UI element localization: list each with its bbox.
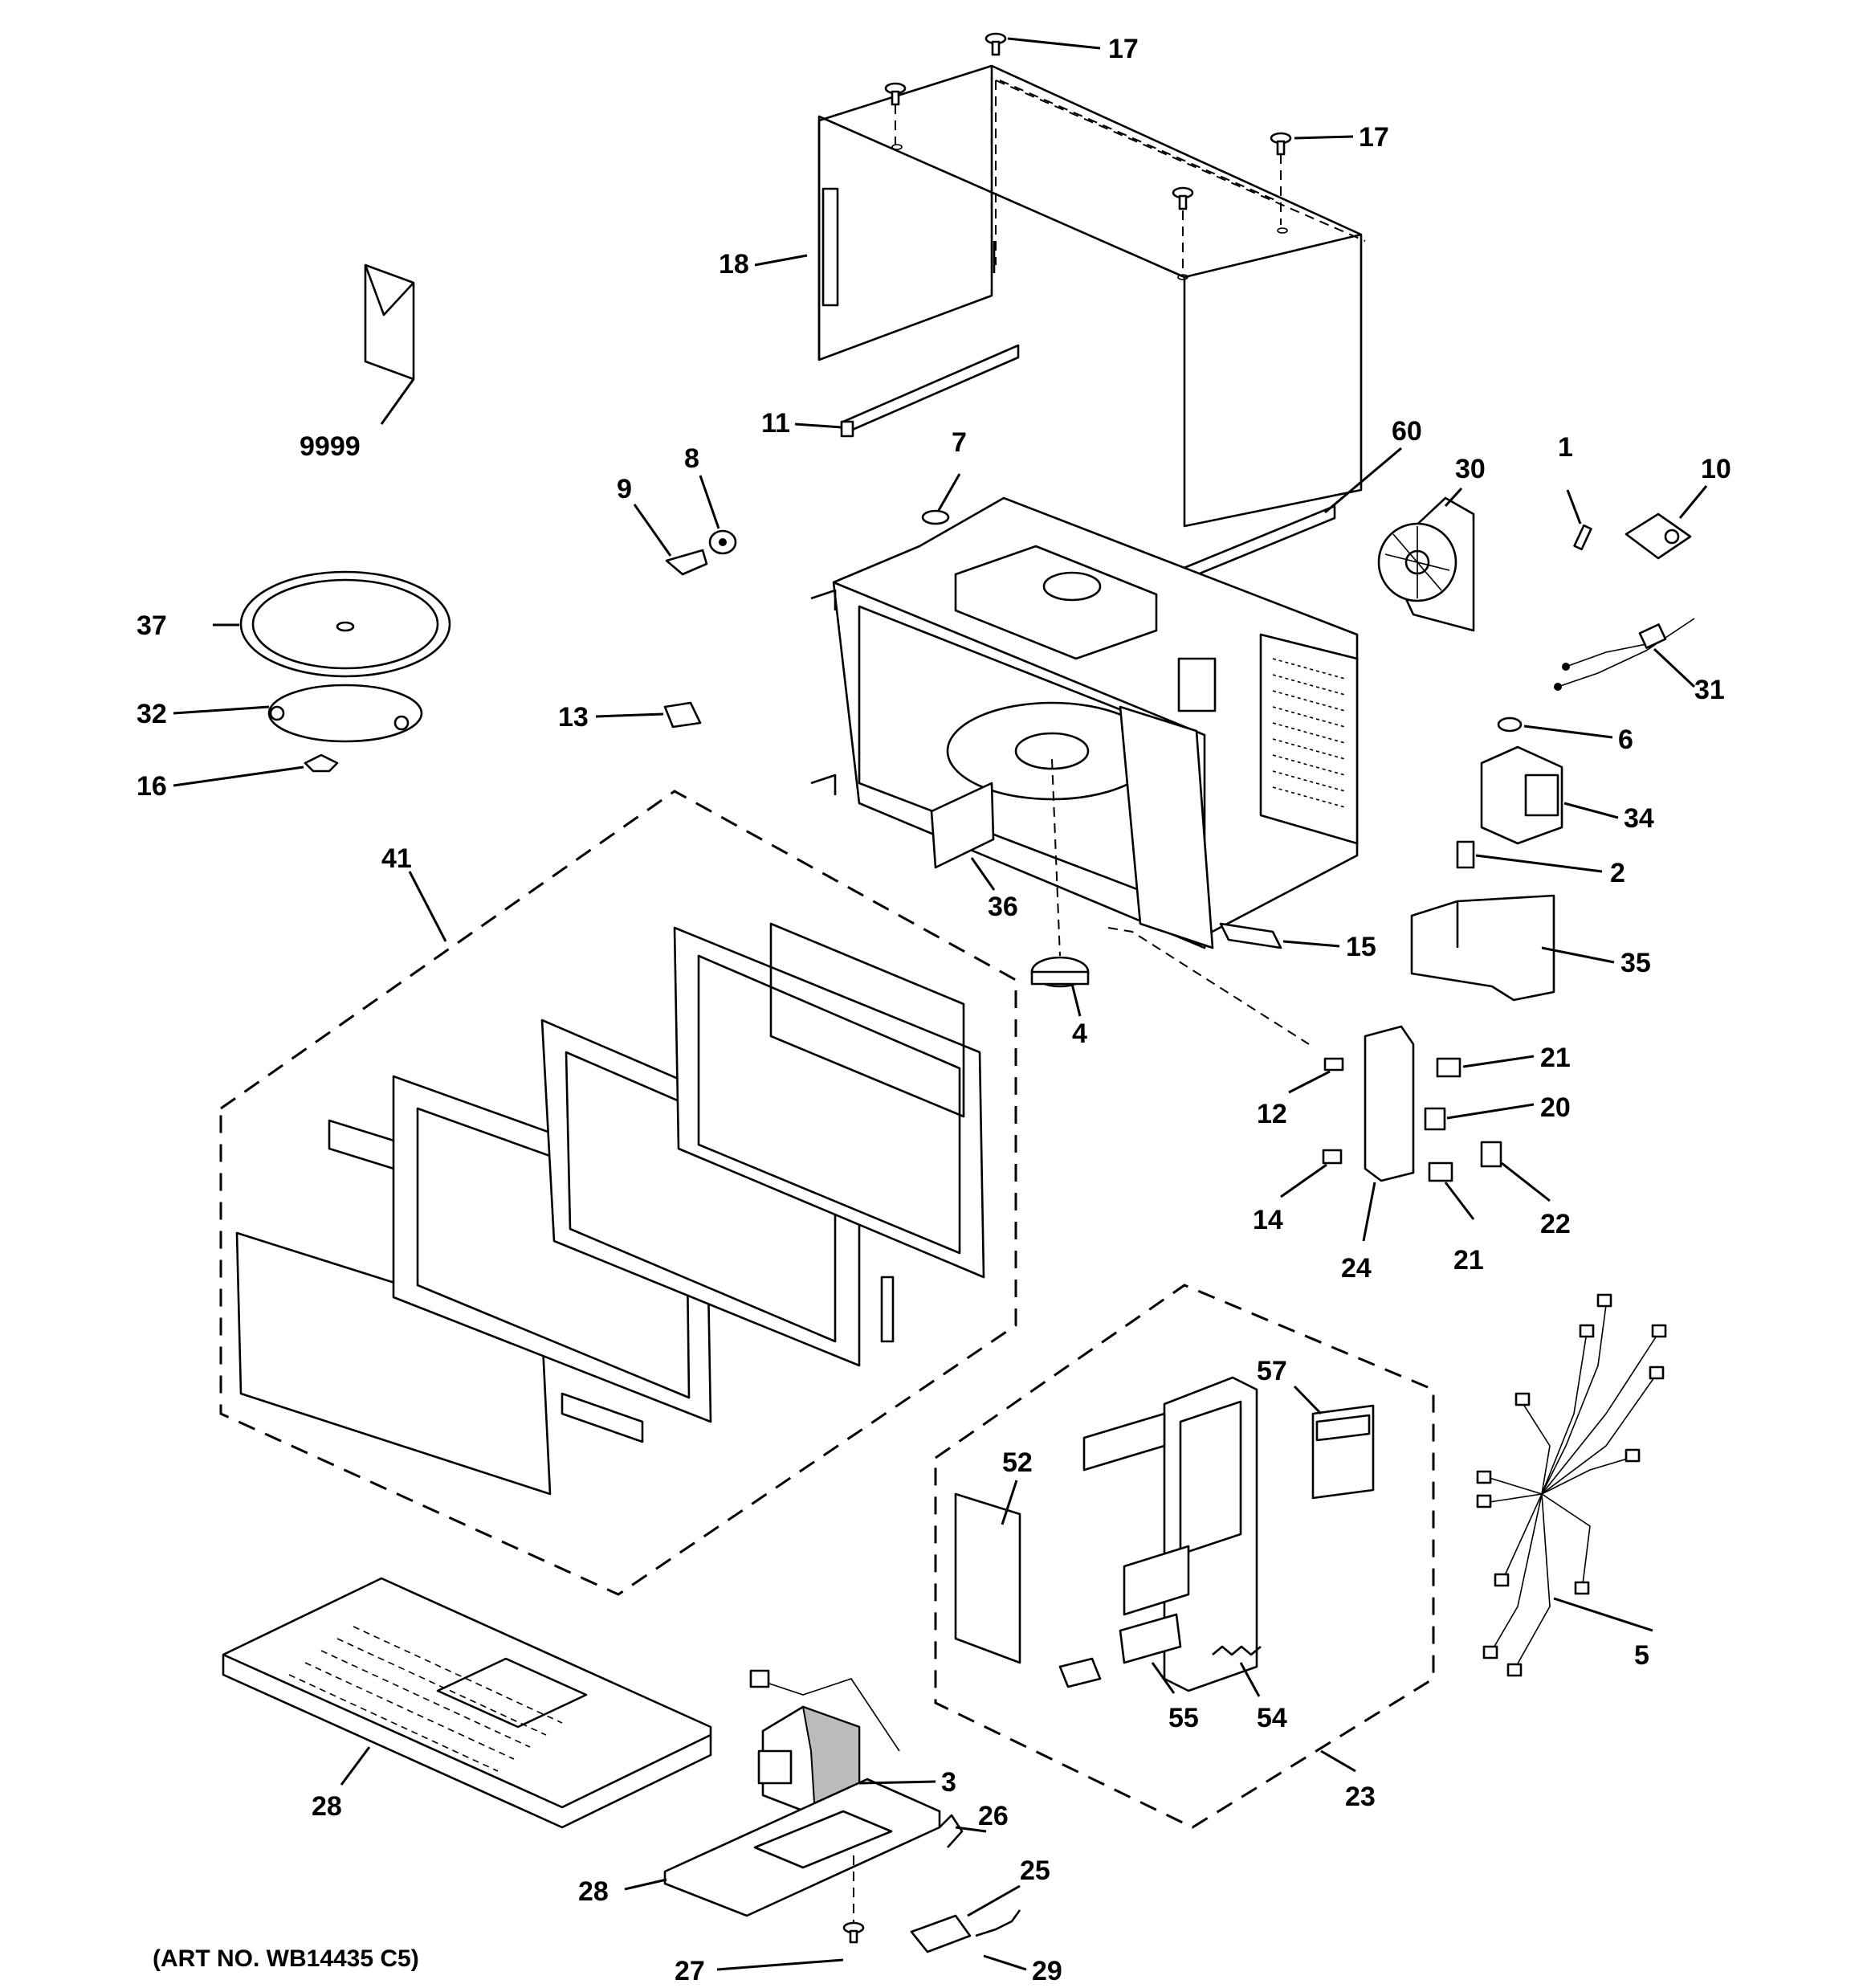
- part-57-display-board: [1311, 1404, 1375, 1500]
- part-6-thermostat: [1497, 716, 1523, 733]
- part-14-switch-tab: [1322, 1149, 1343, 1165]
- part-11-rail: [840, 344, 1020, 438]
- callout-leader-lines: [173, 37, 1708, 1971]
- callout-27: 27: [675, 1956, 705, 1986]
- part-37-glass-turntable: [239, 570, 451, 678]
- part-26-diode: [939, 1814, 964, 1848]
- callout-17: 17: [1359, 122, 1389, 153]
- callout-20: 20: [1540, 1092, 1571, 1123]
- part-27-screw: [842, 1855, 865, 1944]
- callout-41: 41: [381, 843, 412, 874]
- callout-57: 57: [1257, 1356, 1287, 1386]
- part-17-screws: [884, 32, 1292, 280]
- part-31-power-cord: [1554, 618, 1695, 691]
- art-number-label: (ART NO. WB14435 C5): [153, 1945, 419, 1972]
- part-24-latch-board: [1364, 1025, 1415, 1182]
- callout-labels: 17 17 18 9999 11 8 9 7 60 30 1 10 37 32 …: [137, 34, 1731, 1986]
- callout-13: 13: [558, 702, 589, 733]
- callout-60: 60: [1392, 416, 1422, 447]
- callout-30: 30: [1455, 454, 1486, 484]
- part-2-thermal-fuse: [1456, 840, 1475, 869]
- part-20-switch: [1424, 1107, 1446, 1131]
- part-3-transformer: [749, 1669, 900, 1817]
- part-23-control-panel: [1058, 1376, 1258, 1692]
- part-35-air-duct: [1410, 894, 1555, 1002]
- callout-6: 6: [1618, 725, 1633, 755]
- callout-10: 10: [1701, 454, 1731, 484]
- part-12-switch-tab: [1323, 1057, 1344, 1072]
- callout-2: 2: [1610, 858, 1625, 888]
- callout-31: 31: [1694, 675, 1725, 705]
- callout-3: 3: [941, 1767, 956, 1798]
- callout-28: 28: [312, 1791, 342, 1822]
- callout-37: 37: [137, 610, 167, 641]
- part-36-waveguide-cover: [930, 782, 995, 869]
- callout-4: 4: [1072, 1018, 1087, 1049]
- callout-25: 25: [1020, 1855, 1050, 1886]
- group-41-door-outline: [219, 790, 1017, 1596]
- part-16-coupler: [304, 753, 339, 773]
- callout-17: 17: [1108, 34, 1139, 64]
- part-55-button: [1119, 1613, 1182, 1664]
- callout-23: 23: [1345, 1782, 1376, 1812]
- callout-28: 28: [578, 1876, 609, 1907]
- part-18-outer-case: [817, 64, 1366, 528]
- callout-15: 15: [1346, 932, 1376, 962]
- part-52-membrane: [954, 1492, 1021, 1664]
- callout-1: 1: [1558, 432, 1573, 463]
- part-34-magnetron: [1480, 745, 1563, 845]
- callout-34: 34: [1624, 803, 1654, 834]
- part-28-bottom-plate: [222, 1577, 712, 1829]
- callout-36: 36: [988, 892, 1018, 922]
- part-1-fuse: [1573, 524, 1592, 551]
- part-15-connector: [1219, 922, 1282, 949]
- callout-9999: 9999: [300, 431, 361, 462]
- part-30-fan: [1377, 496, 1475, 632]
- callout-21: 21: [1540, 1043, 1571, 1073]
- part-41-door-assembly: [235, 922, 985, 1496]
- part-4-turntable-motor: [1030, 758, 1090, 988]
- part-10-board: [1625, 512, 1692, 560]
- callout-11: 11: [761, 408, 790, 439]
- callout-29: 29: [1032, 1956, 1062, 1986]
- callout-32: 32: [137, 699, 167, 729]
- part-54-spring: [1212, 1645, 1262, 1656]
- part-21-switch-upper: [1436, 1057, 1461, 1078]
- part-5-wire-harness: [1476, 1293, 1667, 1677]
- part-13-latch-clip: [663, 701, 702, 729]
- part-32-roller-ring: [267, 684, 423, 743]
- part-9-clip: [665, 549, 708, 576]
- callout-55: 55: [1168, 1703, 1199, 1733]
- callout-21: 21: [1453, 1245, 1484, 1276]
- callout-8: 8: [684, 443, 699, 474]
- callout-12: 12: [1257, 1099, 1287, 1129]
- callout-35: 35: [1620, 948, 1651, 978]
- part-oven-cavity: [810, 496, 1359, 949]
- part-7-bracket: [921, 509, 950, 525]
- callout-7: 7: [952, 427, 967, 458]
- part-9999-literature-envelope: [364, 263, 415, 381]
- part-21-switch-lower: [1428, 1161, 1453, 1182]
- callout-52: 52: [1002, 1447, 1033, 1478]
- callout-9: 9: [617, 474, 632, 504]
- part-8-knob: [708, 529, 737, 555]
- callout-5: 5: [1634, 1640, 1649, 1671]
- group-23-control-outline: [934, 1284, 1435, 1829]
- callout-26: 26: [978, 1801, 1009, 1831]
- callout-22: 22: [1540, 1209, 1571, 1239]
- part-22-switch: [1480, 1141, 1502, 1168]
- callout-14: 14: [1253, 1205, 1283, 1235]
- callout-18: 18: [719, 249, 749, 280]
- part-29-resistor: [975, 1909, 1021, 1937]
- callout-54: 54: [1257, 1703, 1287, 1733]
- callout-24: 24: [1341, 1253, 1372, 1284]
- callout-16: 16: [137, 771, 167, 802]
- part-25-capacitor: [910, 1914, 972, 1953]
